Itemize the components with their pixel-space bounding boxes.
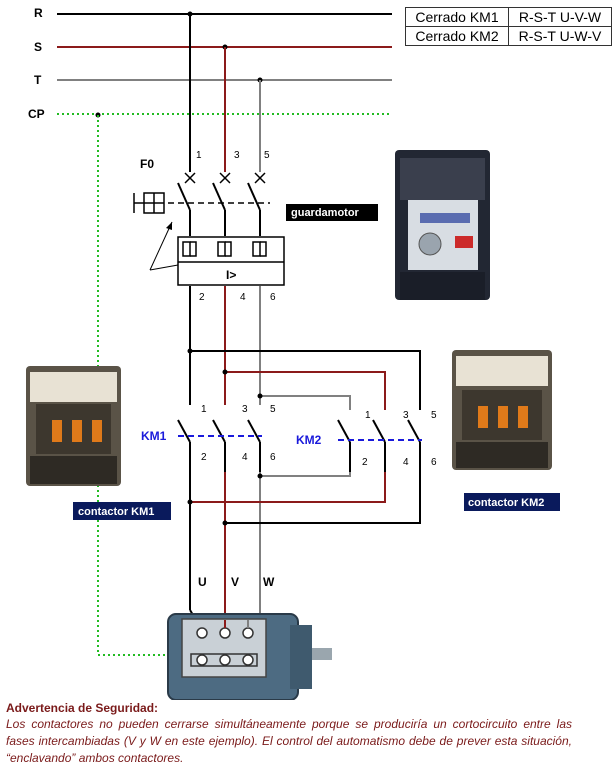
breaker-x-marks <box>184 172 266 184</box>
breaker-trip-block <box>177 236 285 286</box>
motor-terminals <box>196 627 254 666</box>
line-r-label: R <box>34 6 43 20</box>
km2-terminal-5: 5 <box>431 410 437 421</box>
breaker-blades <box>177 182 261 236</box>
breaker-terminal-3: 3 <box>234 150 240 161</box>
guardamotor-photo <box>395 150 490 300</box>
km1-terminal-1: 1 <box>201 404 207 415</box>
km1-terminal-3: 3 <box>242 404 248 415</box>
km1-terminal-5: 5 <box>270 404 276 415</box>
breaker-feed-wires <box>189 14 261 172</box>
state-cell: Cerrado KM2 <box>405 26 509 46</box>
phase-w-label: W <box>263 575 275 589</box>
km2-terminal-3: 3 <box>403 410 409 421</box>
sequence-cell: R-S-T U-W-V <box>508 26 612 46</box>
line-s-label: S <box>34 40 42 54</box>
breaker-terminal-5: 5 <box>264 150 270 161</box>
breaker-terminal-6: 6 <box>270 292 276 303</box>
breaker-terminal-4: 4 <box>240 292 246 303</box>
safety-warning: Advertencia de Seguridad: Los contactore… <box>6 701 572 767</box>
contactor-km2-photo <box>452 350 552 470</box>
km1-terminal-4: 4 <box>242 452 248 463</box>
phase-u-label: U <box>198 575 207 589</box>
line-t-label: T <box>34 73 42 87</box>
contactor-km1-tag <box>73 502 171 520</box>
km2-terminal-6: 6 <box>431 457 437 468</box>
supply-lines: R S T CP <box>28 6 392 121</box>
guardamotor-tag <box>286 204 378 221</box>
breaker-relay-symbol: I> <box>226 268 236 282</box>
breaker-terminal-1: 1 <box>196 150 202 161</box>
contactor-km2-tag-text: contactor KM2 <box>468 497 544 509</box>
sequence-cell: R-S-T U-V-W <box>508 7 612 27</box>
km1-terminal-6: 6 <box>270 452 276 463</box>
km2-terminal-1: 1 <box>365 410 371 421</box>
contactor-state-table: Cerrado KM1 R-S-T U-V-W Cerrado KM2 R-S-… <box>405 7 612 46</box>
km2-label: KM2 <box>296 433 322 447</box>
breaker-trip-arrow <box>149 221 173 271</box>
contactor-km1-photo <box>26 366 121 486</box>
warning-title: Advertencia de Seguridad: <box>6 701 159 715</box>
breaker-label: F0 <box>140 157 154 171</box>
breaker-f0: F0 1 3 5 <box>133 150 378 303</box>
warning-body: Los contactores no pueden cerrarse simul… <box>6 717 572 765</box>
earth-wire <box>97 115 200 656</box>
contactor-km2-tag <box>464 493 560 511</box>
contactor-km1-tag-text: contactor KM1 <box>78 506 154 518</box>
motor-feed-wires: U V W <box>187 472 421 631</box>
distribution-wires <box>187 286 421 410</box>
guardamotor-tag-text: guardamotor <box>291 207 360 219</box>
contactor-km2: 1 3 5 KM2 2 4 6 <box>296 410 437 472</box>
km2-terminal-4: 4 <box>403 457 409 468</box>
motor <box>167 613 332 700</box>
contactor-km1: 1 3 5 KM1 2 4 6 <box>141 404 276 472</box>
line-cp-label: CP <box>28 107 45 121</box>
km2-terminal-2: 2 <box>362 457 368 468</box>
km1-terminal-2: 2 <box>201 452 207 463</box>
phase-v-label: V <box>231 575 239 589</box>
state-cell: Cerrado KM1 <box>405 7 509 27</box>
table-row: Cerrado KM1 R-S-T U-V-W <box>405 7 612 27</box>
km1-label: KM1 <box>141 429 167 443</box>
wiring-diagram: R S T CP F0 1 3 5 <box>26 6 560 700</box>
breaker-handle <box>133 192 165 214</box>
breaker-terminal-2: 2 <box>199 292 205 303</box>
table-row: Cerrado KM2 R-S-T U-W-V <box>405 26 612 46</box>
